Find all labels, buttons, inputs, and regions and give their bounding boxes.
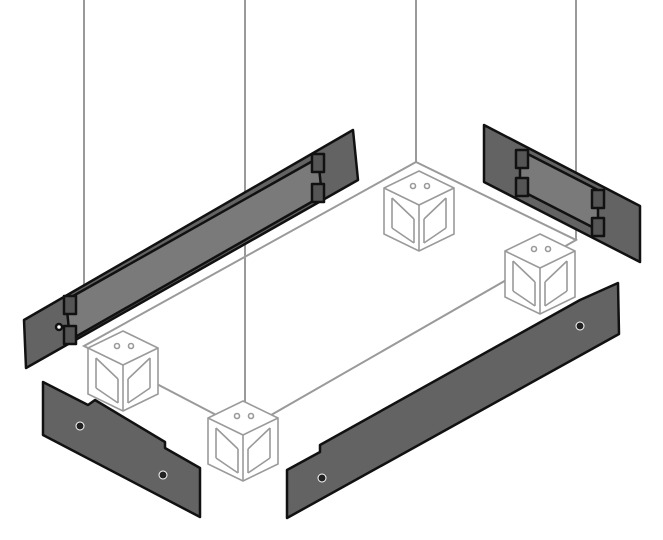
bracket — [514, 176, 530, 198]
rear-left-plinth-panel — [22, 128, 360, 370]
cube-edge — [247, 427, 271, 450]
cube-edge — [418, 187, 455, 206]
corner-cube-front — [207, 400, 279, 482]
front-left-plinth-panel — [41, 380, 202, 519]
bracket — [310, 152, 326, 174]
cube-hole — [113, 342, 121, 350]
cube-hole — [247, 412, 255, 420]
cube-edge — [215, 457, 239, 474]
cube-edge — [383, 187, 420, 206]
cube-hole — [409, 182, 417, 190]
cube-edge — [207, 417, 244, 436]
cube-edge — [127, 357, 151, 380]
rear-right-plinth-panel — [482, 123, 642, 264]
corner-cube-back — [383, 170, 455, 252]
cube-edge — [423, 227, 447, 244]
cube-edge — [87, 347, 124, 366]
cube-edge — [391, 227, 415, 244]
cube-edge — [539, 250, 576, 269]
hole — [54, 322, 64, 332]
front-right-plinth-panel — [285, 281, 621, 520]
cube-hole — [423, 182, 431, 190]
hole — [158, 470, 168, 480]
cube-edge — [215, 427, 239, 450]
bracket — [590, 188, 606, 210]
cube-edge — [122, 347, 159, 366]
cube-hole — [127, 342, 135, 350]
bracket — [514, 148, 530, 170]
cube-edge — [423, 197, 447, 220]
cube-edge — [95, 387, 119, 404]
bracket — [62, 324, 78, 346]
cube-edge — [512, 290, 536, 307]
panel-face — [285, 281, 621, 520]
bracket — [310, 182, 326, 204]
corner-cube-right — [504, 233, 576, 315]
panel-face — [41, 380, 202, 519]
cube-hole — [544, 245, 552, 253]
cube-edge — [247, 457, 271, 474]
corner-cube-left — [87, 330, 159, 412]
cube-edge — [504, 250, 541, 269]
cube-edge — [512, 260, 536, 283]
cube-hole — [233, 412, 241, 420]
plinth-panels — [22, 123, 642, 520]
bracket — [590, 216, 606, 238]
cube-edge — [544, 260, 568, 283]
bracket — [62, 294, 78, 316]
cube-edge — [391, 197, 415, 220]
cube-edge — [242, 417, 279, 436]
cube-edge — [95, 357, 119, 380]
cube-edge — [127, 387, 151, 404]
corner-cubes — [87, 170, 576, 482]
hole — [317, 473, 327, 483]
panel-flange — [64, 156, 324, 342]
hole — [75, 421, 85, 431]
hole — [575, 321, 585, 331]
cube-edge — [544, 290, 568, 307]
cube-hole — [530, 245, 538, 253]
